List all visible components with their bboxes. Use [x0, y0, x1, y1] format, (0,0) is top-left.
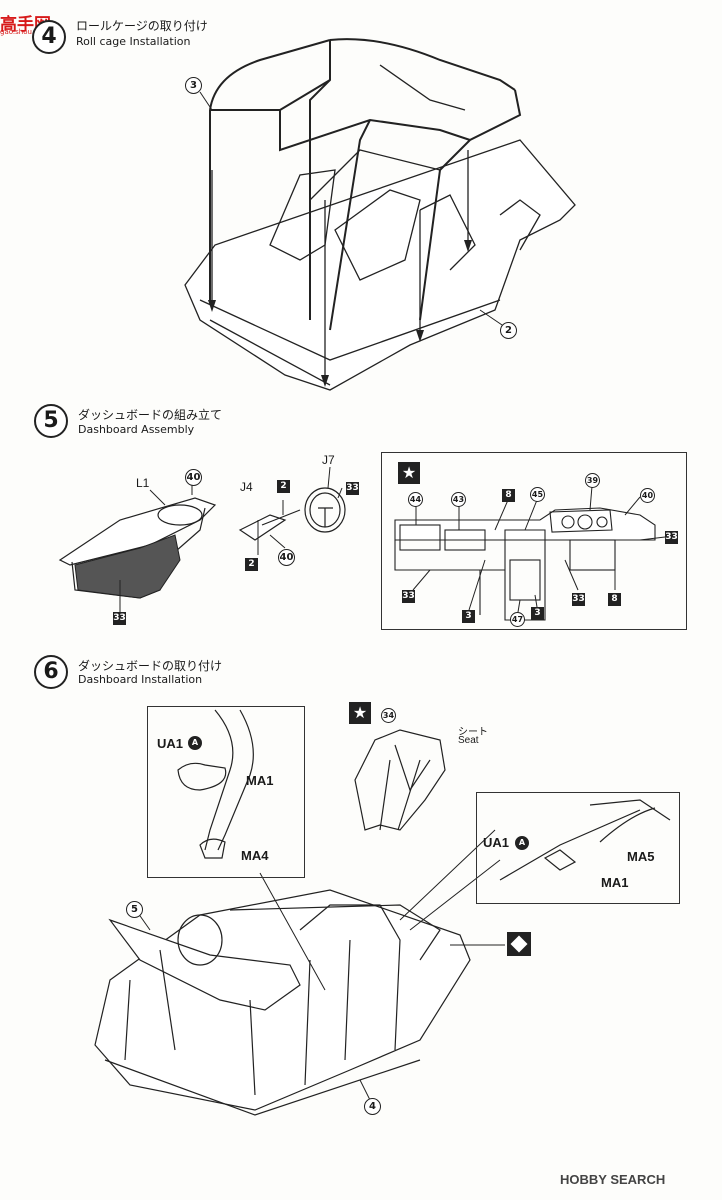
part-33-detail-square-a: 33: [665, 531, 678, 544]
diamond-marker: [507, 932, 531, 956]
part-2-callout: 2: [500, 322, 517, 339]
label-ma1: MA1: [246, 773, 274, 788]
part-40-callout-b: 40: [278, 549, 295, 566]
part-44-callout: 44: [408, 492, 423, 507]
label-ma1-b: MA1: [601, 875, 629, 890]
star-marker: ★: [398, 462, 420, 484]
part-8-detail-square-b: 8: [608, 593, 621, 606]
part-43-callout: 43: [451, 492, 466, 507]
part-33-square-b: 33: [113, 612, 126, 625]
part-39-callout: 39: [585, 473, 600, 488]
label-ma4: MA4: [241, 848, 269, 863]
part-47-callout: 47: [510, 612, 525, 627]
label-l1: L1: [136, 476, 150, 490]
part-33-square: 33: [346, 482, 359, 495]
part-3-detail-square-b: 3: [531, 607, 544, 620]
site-logo-sub: gao.shou.com: [0, 28, 50, 36]
part-45-callout: 45: [530, 487, 545, 502]
step5-title-jp: ダッシュボードの組み立て: [78, 408, 223, 422]
hobby-search-watermark: HOBBY SEARCH: [560, 1172, 666, 1187]
seat-label-en: Seat: [458, 735, 479, 746]
step6-number: 6: [34, 655, 68, 689]
part-3-callout: 3: [185, 77, 202, 94]
belt-detail-box-2: [476, 792, 680, 904]
step4-title-jp: ロールケージの取り付け: [76, 19, 208, 33]
step6-title-en: Dashboard Installation: [78, 673, 203, 686]
label-ua1: UA1: [157, 736, 184, 751]
step5-title-en: Dashboard Assembly: [78, 423, 195, 436]
part-5-callout: 5: [126, 901, 143, 918]
step4-title-en: Roll cage Installation: [76, 35, 191, 48]
dashboard-detail-box: [381, 452, 687, 630]
part-33-detail-square-b: 33: [402, 590, 415, 603]
part-4-callout: 4: [364, 1098, 381, 1115]
belt-detail-box-1: [147, 706, 305, 878]
part-40-detail-callout: 40: [640, 488, 655, 503]
label-ma5: MA5: [627, 849, 655, 864]
part-34-callout: 34: [381, 708, 396, 723]
part-3-detail-square-a: 3: [462, 610, 475, 623]
part-40-callout: 40: [185, 469, 202, 486]
seat-star-marker: ★: [349, 702, 371, 724]
part-33-detail-square-c: 33: [572, 593, 585, 606]
step5-number: 5: [34, 404, 68, 438]
step6-title-jp: ダッシュボードの取り付け: [78, 659, 223, 673]
step4-number: 4: [32, 20, 66, 54]
part-2-square-b: 2: [245, 558, 258, 571]
part-2-square: 2: [277, 480, 290, 493]
seat-label-jp: シート: [458, 727, 488, 738]
a-marker-b: A: [515, 836, 529, 850]
label-j7: J7: [322, 453, 335, 467]
label-ua1-b: UA1: [483, 835, 510, 850]
label-j4: J4: [240, 480, 253, 494]
part-8-square: 8: [502, 489, 515, 502]
a-marker: A: [188, 736, 202, 750]
